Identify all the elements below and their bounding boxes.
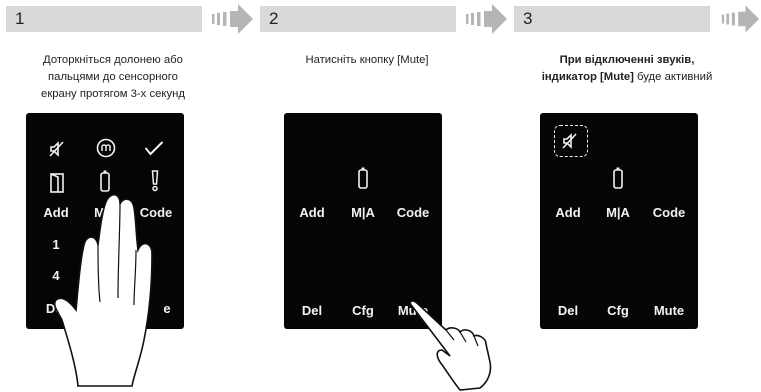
key-code[interactable]: Code (652, 205, 686, 220)
step-3: 3 При відключенні звуків, індикатор [Mut… (508, 0, 761, 392)
step-number: 3 (523, 9, 533, 28)
key-add[interactable]: Add (299, 205, 325, 220)
key-m-a[interactable]: M|A (606, 205, 630, 220)
step-description: Доторкніться долонею або пальцями до сен… (4, 52, 222, 103)
step-description: Натисніть кнопку [Mute] (258, 52, 476, 69)
step-1: 1 Доторкніться долонею або пальцями до с… (0, 0, 254, 392)
mute-indicator-highlight (554, 125, 588, 157)
key-code[interactable]: Code (139, 205, 173, 220)
key-mute-partial[interactable]: e (163, 301, 171, 316)
step-number: 1 (15, 9, 25, 28)
desc-line: індикатор [Mute] буде активний (518, 69, 736, 86)
key-del[interactable]: Del (301, 303, 323, 318)
key-m-a[interactable]: M|A (351, 205, 375, 220)
key-1[interactable]: 1 (52, 237, 60, 252)
step-description: При відключенні звуків, індикатор [Mute]… (518, 52, 736, 86)
mute-icon (49, 141, 64, 157)
key-cfg[interactable]: Cfg (352, 303, 374, 318)
mute-icon (562, 133, 577, 149)
hand-icon (53, 193, 153, 387)
arrow-icon (212, 4, 253, 34)
desc-line: Доторкніться долонею або (43, 54, 183, 66)
step-header: 1 (6, 6, 202, 32)
battery-icon (613, 167, 623, 189)
arrow-icon (466, 4, 507, 34)
door-icon (50, 173, 64, 193)
battery-icon (358, 167, 368, 189)
step-header: 2 (260, 6, 456, 32)
desc-tail: буде активний (633, 71, 713, 83)
key-cfg[interactable]: Cfg (607, 303, 629, 318)
key-code[interactable]: Code (396, 205, 430, 220)
step-number: 2 (269, 9, 279, 28)
m-icon (96, 138, 116, 158)
touch-panel[interactable]: Add M|A Code Del Cfg Mute (284, 113, 442, 329)
key-add[interactable]: Add (555, 205, 581, 220)
key-del[interactable]: Del (557, 303, 579, 318)
desc-line: пальцями до сенсорного (48, 71, 178, 83)
pointing-finger-icon (409, 300, 492, 391)
desc-line: При відключенні звуків, (518, 52, 736, 69)
alert-icon (151, 170, 159, 192)
key-4[interactable]: 4 (52, 268, 60, 283)
checkmark-icon (144, 141, 164, 156)
key-mute[interactable]: Mute (653, 303, 685, 318)
desc-bold: При відключенні звуків, (559, 54, 695, 66)
desc-line: екрану протягом 3-х секунд (41, 88, 185, 100)
key-add[interactable]: Add (43, 205, 69, 220)
desc-bold: індикатор [Mute] (541, 71, 634, 83)
arrow-icon (721, 5, 760, 33)
battery-icon (100, 170, 110, 192)
step-header: 3 (514, 6, 710, 32)
desc-line: Натисніть кнопку [Mute] (305, 54, 429, 66)
touch-panel[interactable]: Add M|A Code Del Cfg Mute (540, 113, 698, 329)
step-2: 2 Натисніть кнопку [Mute] Add M|A Code D… (254, 0, 508, 392)
